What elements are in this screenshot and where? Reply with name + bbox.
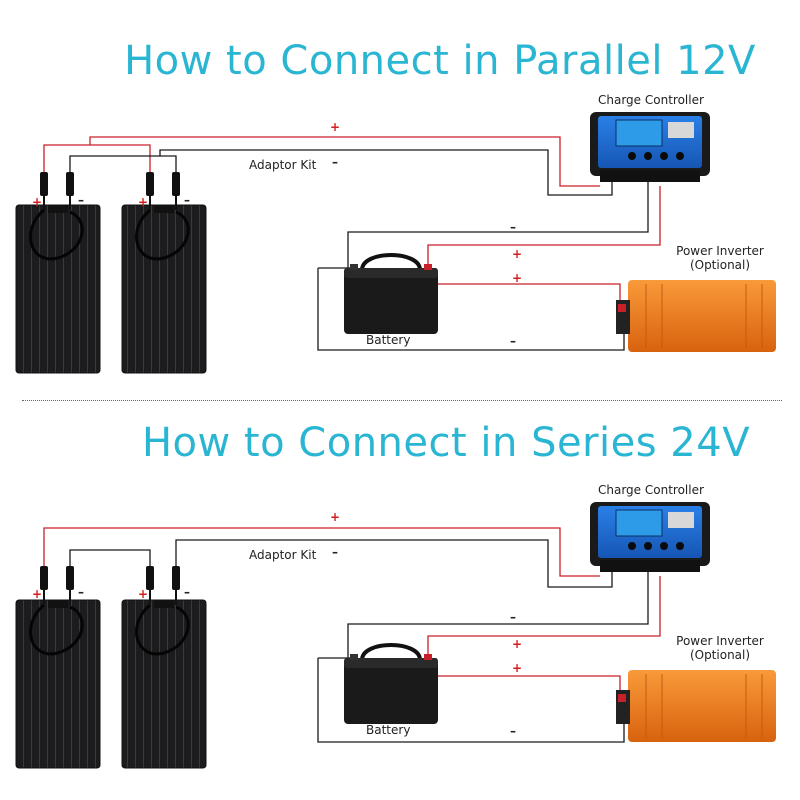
series-plus-sign: + [138, 587, 149, 601]
parallel-diagram [15, 112, 776, 374]
section-divider [22, 400, 782, 401]
solar-panel-1 [15, 590, 101, 769]
series-charge-controller-label: Charge Controller [598, 483, 704, 497]
series-plus-sign: + [330, 510, 341, 524]
solar-panel-2 [121, 195, 207, 374]
series-minus-sign: – [510, 610, 516, 624]
series-inverter-label: Power Inverter (Optional) [665, 634, 775, 662]
parallel-inverter-label: Power Inverter (Optional) [665, 244, 775, 272]
series-adaptor-kit-label: Adaptor Kit [249, 548, 317, 562]
parallel-plus-sign: + [138, 195, 149, 209]
power-inverter [616, 280, 776, 352]
power-inverter [616, 670, 776, 742]
parallel-plus-sign: + [330, 120, 341, 134]
mc4-connectors [40, 172, 180, 196]
series-inverter-label-line2: (Optional) [689, 648, 751, 662]
parallel-plus-sign: + [32, 195, 43, 209]
solar-panel-2 [121, 590, 207, 769]
series-plus-sign: + [32, 587, 43, 601]
parallel-minus-sign: – [332, 155, 338, 169]
mc4-connectors [40, 566, 180, 590]
charge-controller [590, 502, 710, 572]
series-battery-label: Battery [366, 723, 411, 737]
negative-wires [69, 149, 649, 351]
parallel-battery-label: Battery [366, 333, 411, 347]
parallel-plus-sign: + [512, 247, 523, 261]
parallel-plus-sign: + [512, 271, 523, 285]
negative-wires [69, 539, 649, 743]
series-inverter-label-line1: Power Inverter [676, 634, 764, 648]
battery [344, 643, 438, 724]
parallel-minus-sign: – [510, 220, 516, 234]
parallel-adaptor-kit-label: Adaptor Kit [249, 158, 317, 172]
battery [344, 253, 438, 334]
parallel-title: How to Connect in Parallel 12V [124, 38, 756, 84]
series-minus-sign: – [78, 585, 84, 599]
series-minus-sign: – [184, 585, 190, 599]
series-minus-sign: – [510, 724, 516, 738]
parallel-minus-sign: – [510, 334, 516, 348]
solar-panel-1 [15, 195, 101, 374]
parallel-inverter-label-line2: (Optional) [689, 258, 751, 272]
series-plus-sign: + [512, 637, 523, 651]
parallel-minus-sign: – [78, 193, 84, 207]
series-plus-sign: + [512, 661, 523, 675]
parallel-charge-controller-label: Charge Controller [598, 93, 704, 107]
parallel-minus-sign: – [184, 193, 190, 207]
series-diagram [15, 502, 776, 769]
series-title: How to Connect in Series 24V [141, 420, 751, 466]
series-minus-sign: – [332, 545, 338, 559]
parallel-inverter-label-line1: Power Inverter [676, 244, 764, 258]
charge-controller [590, 112, 710, 182]
